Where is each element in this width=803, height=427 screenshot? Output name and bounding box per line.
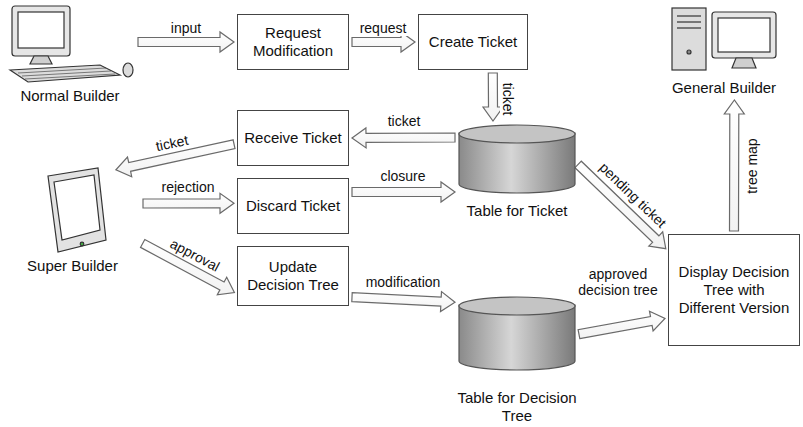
node-label: Create Ticket bbox=[429, 33, 517, 51]
cylinder-outline bbox=[458, 124, 576, 194]
process-box: Create Ticket bbox=[418, 14, 528, 70]
hollow-arrow bbox=[352, 182, 455, 202]
process-box: Display Decision Tree with Different Ver… bbox=[668, 234, 800, 346]
node-label: Update Decision Tree bbox=[243, 258, 343, 294]
process-box: Update Decision Tree bbox=[237, 246, 349, 306]
node-label: General Builder bbox=[640, 79, 803, 97]
hollow-arrow bbox=[724, 100, 744, 231]
edge-label: approved decision tree bbox=[574, 266, 662, 298]
edge-label: input bbox=[169, 20, 203, 36]
cylinder-top bbox=[459, 297, 575, 315]
hollow-arrow bbox=[143, 193, 234, 213]
node-label: Table for Ticket bbox=[448, 202, 586, 220]
server-computer-icon bbox=[672, 8, 776, 70]
edge-label: closure bbox=[378, 168, 427, 184]
database-cylinder: Table for Decision Tree bbox=[458, 296, 576, 425]
process-box: Receive Ticket bbox=[237, 110, 349, 166]
edge-label: approval bbox=[166, 234, 224, 275]
edge-label: ticket bbox=[386, 113, 423, 129]
node-label: Super Builder bbox=[0, 257, 150, 275]
node-label: Request Modification bbox=[243, 24, 343, 60]
edge-label: pending ticket bbox=[595, 158, 671, 232]
hollow-arrow bbox=[352, 128, 455, 148]
edge-label: request bbox=[358, 20, 409, 36]
cylinder-top bbox=[459, 125, 575, 143]
computer-node: Normal Builder bbox=[5, 5, 135, 105]
hollow-arrow bbox=[578, 311, 665, 338]
computer-node: Super Builder bbox=[5, 165, 140, 275]
edge-label: tree map bbox=[744, 136, 760, 195]
node-label: Normal Builder bbox=[0, 87, 145, 105]
edge-label: ticket bbox=[500, 81, 516, 118]
tablet-icon bbox=[48, 168, 106, 252]
edge-label: ticket bbox=[152, 131, 191, 154]
computer-node: General Builder bbox=[650, 5, 798, 97]
hollow-arrow bbox=[352, 292, 455, 312]
process-box: Request Modification bbox=[237, 14, 349, 70]
node-label: Table for Decision Tree bbox=[448, 389, 586, 425]
edge-label: rejection bbox=[160, 179, 217, 195]
node-label: Discard Ticket bbox=[246, 197, 340, 215]
node-label: Display Decision Tree with Different Ver… bbox=[674, 263, 794, 317]
process-box: Discard Ticket bbox=[237, 178, 349, 234]
edge-label: modification bbox=[364, 274, 443, 290]
node-label: Receive Ticket bbox=[244, 129, 342, 147]
database-cylinder: Table for Ticket bbox=[458, 124, 576, 220]
cylinder-outline bbox=[458, 296, 576, 371]
desktop-computer-icon bbox=[10, 6, 133, 82]
